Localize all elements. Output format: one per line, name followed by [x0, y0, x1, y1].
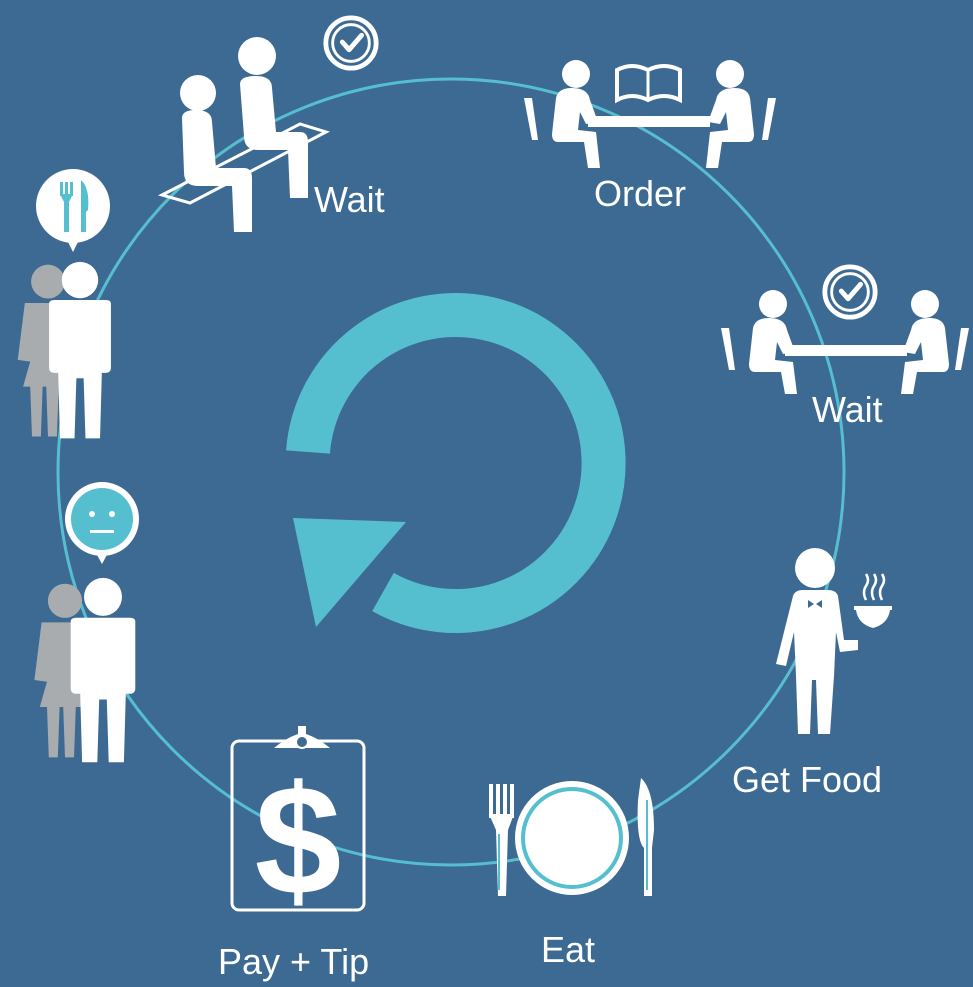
svg-text:$: $ [255, 754, 342, 928]
step-label-eat: Eat [541, 929, 596, 970]
diners-at-table-with-clock-icon [721, 267, 969, 394]
step-label-wait-bench: Wait [314, 179, 385, 220]
waiter-with-dish-icon [776, 548, 892, 734]
step-label-get-food: Get Food [732, 759, 883, 800]
diners-at-table-with-menu-icon [524, 60, 776, 168]
step-label-order: Order [594, 173, 687, 214]
cycle-ring [56, 77, 846, 867]
clipboard-dollar-icon: $ [230, 726, 366, 928]
step-label-pay-tip: Pay + Tip [218, 941, 370, 982]
refresh-cycle-arrow-icon [286, 293, 626, 633]
step-label-wait-table: Wait [812, 389, 883, 430]
people-on-bench-with-clock-icon [157, 18, 376, 232]
plate-fork-knife-icon [489, 778, 654, 896]
couple-with-neutral-face-icon [34, 482, 139, 763]
couple-with-fork-knife-bubble-icon [17, 169, 111, 439]
